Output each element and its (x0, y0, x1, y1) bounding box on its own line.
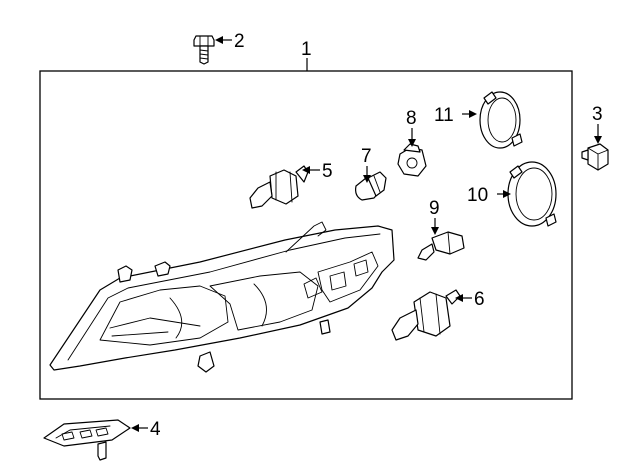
assembly-frame (39, 70, 573, 400)
ring-cap-part-10[interactable] (507, 161, 557, 227)
callout-6[interactable]: 6 (455, 289, 485, 310)
callout-11[interactable]: 11 (434, 105, 477, 126)
headlamp-housing[interactable] (49, 221, 395, 373)
svg-text:4: 4 (150, 419, 161, 440)
bracket-part[interactable] (43, 419, 131, 461)
callout-4[interactable]: 4 (131, 419, 161, 440)
callout-10[interactable]: 10 (467, 185, 511, 206)
callout-3[interactable]: 3 (592, 104, 603, 144)
svg-text:3: 3 (592, 104, 603, 125)
bulb-part-9[interactable] (417, 231, 465, 261)
ring-cap-part-11[interactable] (479, 91, 523, 149)
svg-text:8: 8 (406, 108, 417, 129)
svg-text:11: 11 (434, 105, 454, 126)
bolt-part[interactable] (193, 35, 215, 65)
callout-7[interactable]: 7 (361, 146, 372, 183)
callout-2[interactable]: 2 (215, 31, 245, 52)
callout-8[interactable]: 8 (406, 108, 417, 147)
svg-text:1: 1 (301, 39, 312, 60)
connector-part[interactable] (581, 143, 609, 171)
socket-part-8[interactable] (397, 143, 427, 177)
svg-text:6: 6 (474, 289, 485, 310)
svg-text:9: 9 (429, 198, 440, 219)
callout-1[interactable]: 1 (301, 39, 312, 71)
svg-text:10: 10 (467, 185, 488, 206)
bulb-part-6[interactable] (391, 289, 461, 341)
callout-5[interactable]: 5 (302, 161, 333, 182)
svg-text:2: 2 (234, 31, 245, 52)
callout-9[interactable]: 9 (429, 198, 440, 235)
svg-text:7: 7 (361, 146, 372, 167)
bulb-part-5[interactable] (249, 165, 309, 209)
bulb-part-7[interactable] (355, 171, 387, 201)
svg-text:5: 5 (322, 161, 333, 182)
